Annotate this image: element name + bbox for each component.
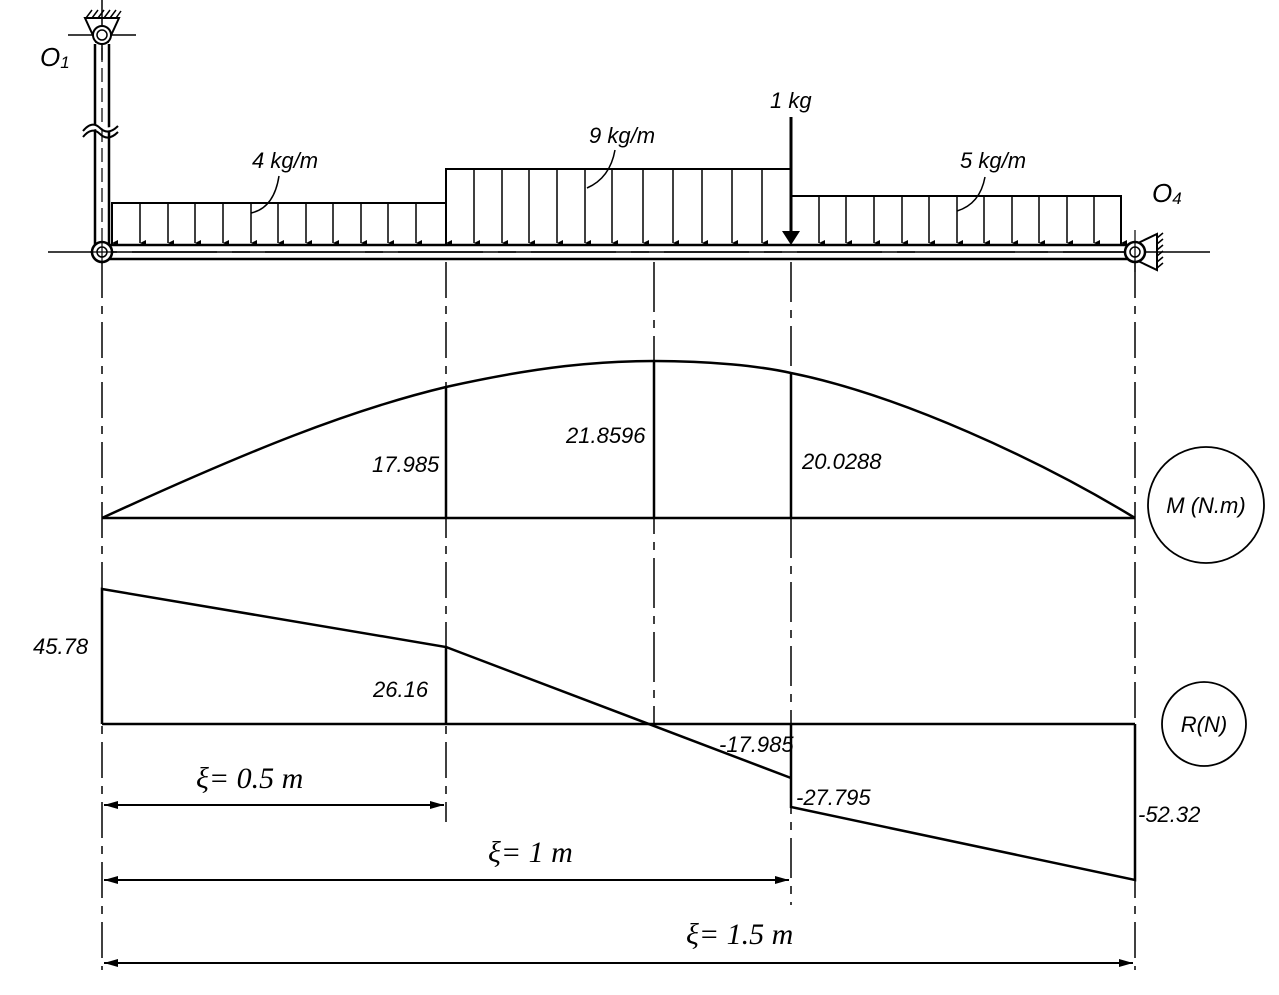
- right-support: O4: [1123, 178, 1182, 272]
- point-load-1kg: [782, 117, 800, 245]
- distributed-load-5: [791, 176, 1127, 246]
- dimension-1-5m: ξ= 1.5 m: [686, 918, 793, 951]
- shear-value-end: -52.32: [1138, 802, 1200, 827]
- point-load-label: 1 kg: [770, 88, 812, 113]
- support-o1-label: O1: [40, 42, 70, 72]
- load-5-label: 5 kg/m: [960, 148, 1026, 173]
- dimension-lines: [104, 801, 1133, 967]
- moment-axis-badge: M (N.m): [1147, 446, 1265, 564]
- shear-value-before-point: -17.985: [719, 732, 794, 757]
- beam: [48, 240, 1210, 264]
- load-4-label: 4 kg/m: [252, 148, 318, 173]
- dimension-0-5m: ξ= 0.5 m: [196, 762, 303, 795]
- shear-diagram: [100, 587, 1137, 882]
- support-o4-label: O4: [1152, 178, 1182, 208]
- shear-value-start: 45.78: [33, 634, 89, 659]
- moment-value-2: 20.0288: [801, 449, 882, 474]
- shear-value-after-point: -27.795: [796, 785, 871, 810]
- distributed-load-9: [445, 149, 791, 246]
- left-support: O1: [40, 0, 136, 245]
- shear-axis-label: R(N): [1181, 712, 1227, 737]
- load-9-label: 9 kg/m: [589, 123, 655, 148]
- shear-axis-badge: R(N): [1161, 681, 1247, 767]
- shear-value-mid: 26.16: [372, 677, 429, 702]
- moment-value-1: 17.985: [372, 452, 440, 477]
- distributed-load-4: [111, 175, 446, 246]
- moment-axis-label: M (N.m): [1166, 493, 1245, 518]
- moment-diagram: [101, 359, 1136, 520]
- dimension-1m: ξ= 1 m: [488, 836, 573, 869]
- moment-value-max: 21.8596: [565, 423, 646, 448]
